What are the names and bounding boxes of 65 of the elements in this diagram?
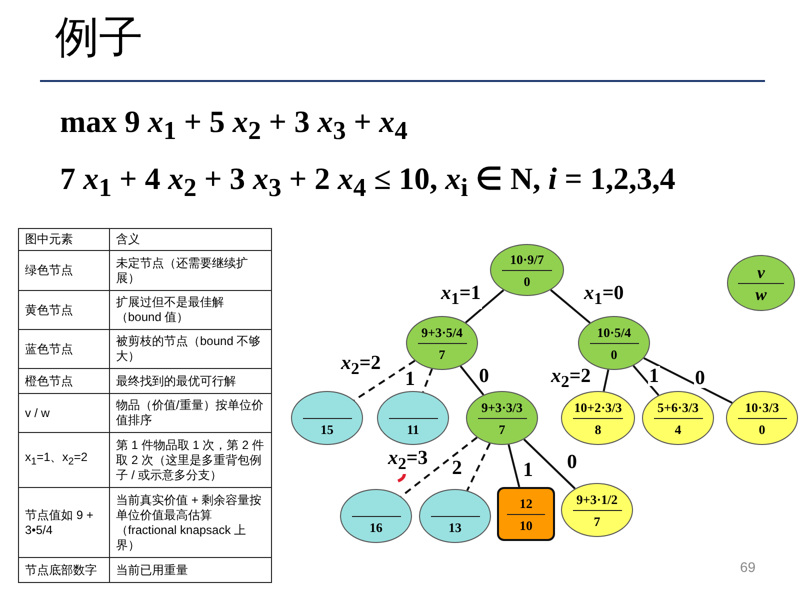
node-weight: 8 (594, 422, 602, 436)
node-weight: 15 (320, 422, 334, 436)
page-number: 69 (740, 559, 756, 575)
tree-node (291, 391, 363, 445)
table-cell: 图中元素 (18, 228, 110, 250)
table-cell: 黄色节点 (18, 290, 110, 330)
table-cell: 物品（价值/重量）按单位价值排序 (110, 394, 272, 432)
tree-node (726, 391, 798, 445)
tree-edge (460, 366, 484, 396)
node-weight: 0 (610, 346, 618, 362)
node-weight: 10 (520, 518, 532, 532)
node-weight: 13 (448, 520, 462, 534)
node-value: 12 (520, 496, 532, 510)
tree-node (406, 316, 478, 370)
node-weight: w (755, 286, 767, 302)
node-value: 5+6·3/3 (657, 400, 699, 414)
node-weight: 0 (524, 274, 530, 288)
edge-label: 1 (648, 366, 660, 386)
tree-edge (508, 444, 520, 488)
tree-edge (550, 289, 591, 324)
table-cell: 节点值如 9 + 3•5/4 (18, 488, 110, 558)
node-weight: 4 (674, 422, 682, 436)
table-cell: 绿色节点 (18, 250, 110, 290)
tree-edge (602, 369, 610, 392)
table-cell: 第 1 件物品取 1 次，第 2 件取 2 次（这里是多重背包例子 / 或示意多分支） (110, 432, 272, 488)
tree-edge (632, 365, 660, 396)
table-cell: 蓝色节点 (18, 330, 110, 368)
node-value: 9+3·5/4 (421, 324, 463, 340)
table-cell: 被剪枝的节点（bound 不够大） (110, 330, 272, 368)
table-cell: 橙色节点 (18, 368, 110, 394)
edge-label: x$_{1}$=1 (440, 283, 482, 309)
tree-edge (466, 442, 491, 492)
slide-title: 例子 (55, 12, 143, 64)
node-weight: 7 (594, 514, 600, 528)
node-value: 9+3·1/2 (576, 492, 618, 506)
node-value: 10·9/7 (510, 252, 544, 266)
table-cell: 最终找到的最优可行解 (110, 368, 272, 394)
table-cell: 含义 (110, 228, 272, 250)
constraint-formula: 7 x$_{1}$ + 4 x$_{2}$ + 3 x$_{3}$ + 2 x$_{4}$ ≤ 10, x$_{i}$ ∈ N, i = 1,2,3,4 (60, 160, 676, 204)
node-value: 10·5/4 (597, 324, 631, 340)
node-value: 9+3·3/3 (481, 400, 523, 414)
node-weight: 0 (758, 422, 766, 436)
table-cell: 扩展过但不是最佳解（bound 值） (110, 290, 272, 330)
table-cell: 未定节点（还需要继续扩展） (110, 250, 272, 290)
table-cell: x$_{1}$=1、x$_{2}$=2 (18, 432, 110, 488)
table-cell: v / w (18, 394, 110, 432)
tree-edge (465, 289, 504, 324)
tree-edge (523, 438, 576, 490)
node-weight: 11 (406, 422, 420, 436)
tree-node (642, 391, 714, 445)
solution-box (497, 487, 555, 541)
edge-label: 0 (694, 368, 706, 388)
tree-edge (643, 357, 733, 404)
node-weight: 16 (370, 520, 382, 534)
table-cell: 当前已用重量 (110, 558, 272, 582)
node-value: v (757, 264, 765, 280)
node-value: 10+2·3/3 (574, 400, 622, 414)
table-cell: 节点底部数字 (18, 558, 110, 582)
node-weight: 7 (498, 422, 506, 436)
table-cell: 当前真实价值 + 剩余容量按单位价值最高估算（fractional knapsack 上界） (110, 488, 272, 558)
tree-node (578, 316, 650, 370)
objective-formula: max 9 x$_{1}$ + 5 x$_{2}$ + 3 x$_{3}$ + x$_{4}$ (60, 104, 408, 146)
node-value: 10·3/3 (745, 400, 779, 414)
node-weight: 7 (438, 346, 446, 362)
edge-label: x$_{2}$=3 (387, 448, 429, 474)
